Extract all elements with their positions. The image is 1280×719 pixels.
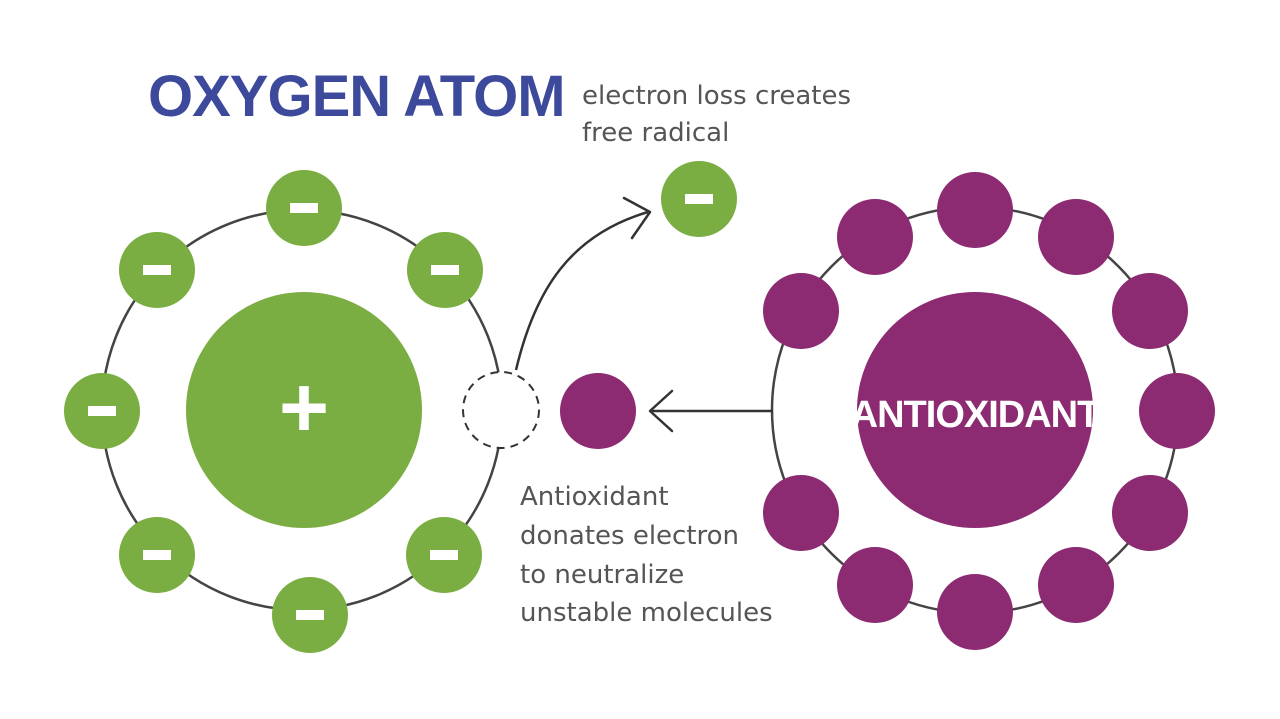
- oxygen-electron: [407, 232, 483, 308]
- minus-icon: [290, 203, 318, 213]
- antioxidant-electron: [763, 475, 839, 551]
- oxygen-electron: [406, 517, 482, 593]
- antioxidant-electron: [1112, 273, 1188, 349]
- donation-caption-line: unstable molecules: [520, 598, 773, 628]
- nucleus-plus-symbol: +: [279, 360, 329, 456]
- oxygen-electron: [64, 373, 140, 449]
- oxygen-electron: [272, 577, 348, 653]
- free-radical-caption: electron loss creates free radical: [582, 81, 859, 148]
- donation-caption-line: to neutralize: [520, 560, 684, 590]
- oxygen-electron: [119, 232, 195, 308]
- minus-icon: [88, 406, 116, 416]
- donated-electron: [560, 373, 636, 449]
- electron-loss-arrow: [514, 210, 649, 371]
- minus-icon: [431, 265, 459, 275]
- antioxidant-electron: [937, 172, 1013, 248]
- antioxidant-electron: [1038, 199, 1114, 275]
- free-radical-caption-line: free radical: [582, 118, 729, 148]
- donation-arrowhead: [648, 389, 674, 433]
- minus-icon: [430, 550, 458, 560]
- missing-electron-placeholder: [462, 371, 540, 449]
- antioxidant-electrons: [763, 172, 1215, 650]
- free-radical-caption-line: electron loss creates: [582, 81, 851, 111]
- page-title: OXYGEN ATOM: [148, 64, 565, 129]
- antioxidant-electron: [937, 574, 1013, 650]
- antioxidant-electron: [837, 547, 913, 623]
- minus-icon: [296, 610, 324, 620]
- free-radical-electron: [661, 161, 737, 237]
- antioxidant-electron: [763, 273, 839, 349]
- antioxidant-nucleus: [857, 292, 1093, 528]
- antioxidant-electron: [837, 199, 913, 275]
- minus-icon: [685, 194, 713, 204]
- donation-caption: Antioxidant donates electron to neutrali…: [520, 482, 773, 628]
- electron-loss-arrowhead: [622, 196, 652, 240]
- minus-icon: [143, 550, 171, 560]
- antioxidant-label: ANTIOXIDANT: [851, 394, 1100, 436]
- oxygen-nucleus: [186, 292, 422, 528]
- donation-caption-line: donates electron: [520, 521, 739, 551]
- antioxidant-electron: [1112, 475, 1188, 551]
- antioxidant-electron: [1139, 373, 1215, 449]
- oxygen-electron: [119, 517, 195, 593]
- antioxidant-electron: [1038, 547, 1114, 623]
- minus-icon: [143, 265, 171, 275]
- oxygen-electron: [266, 170, 342, 246]
- donation-caption-line: Antioxidant: [520, 482, 669, 512]
- oxygen-electrons: [64, 170, 483, 653]
